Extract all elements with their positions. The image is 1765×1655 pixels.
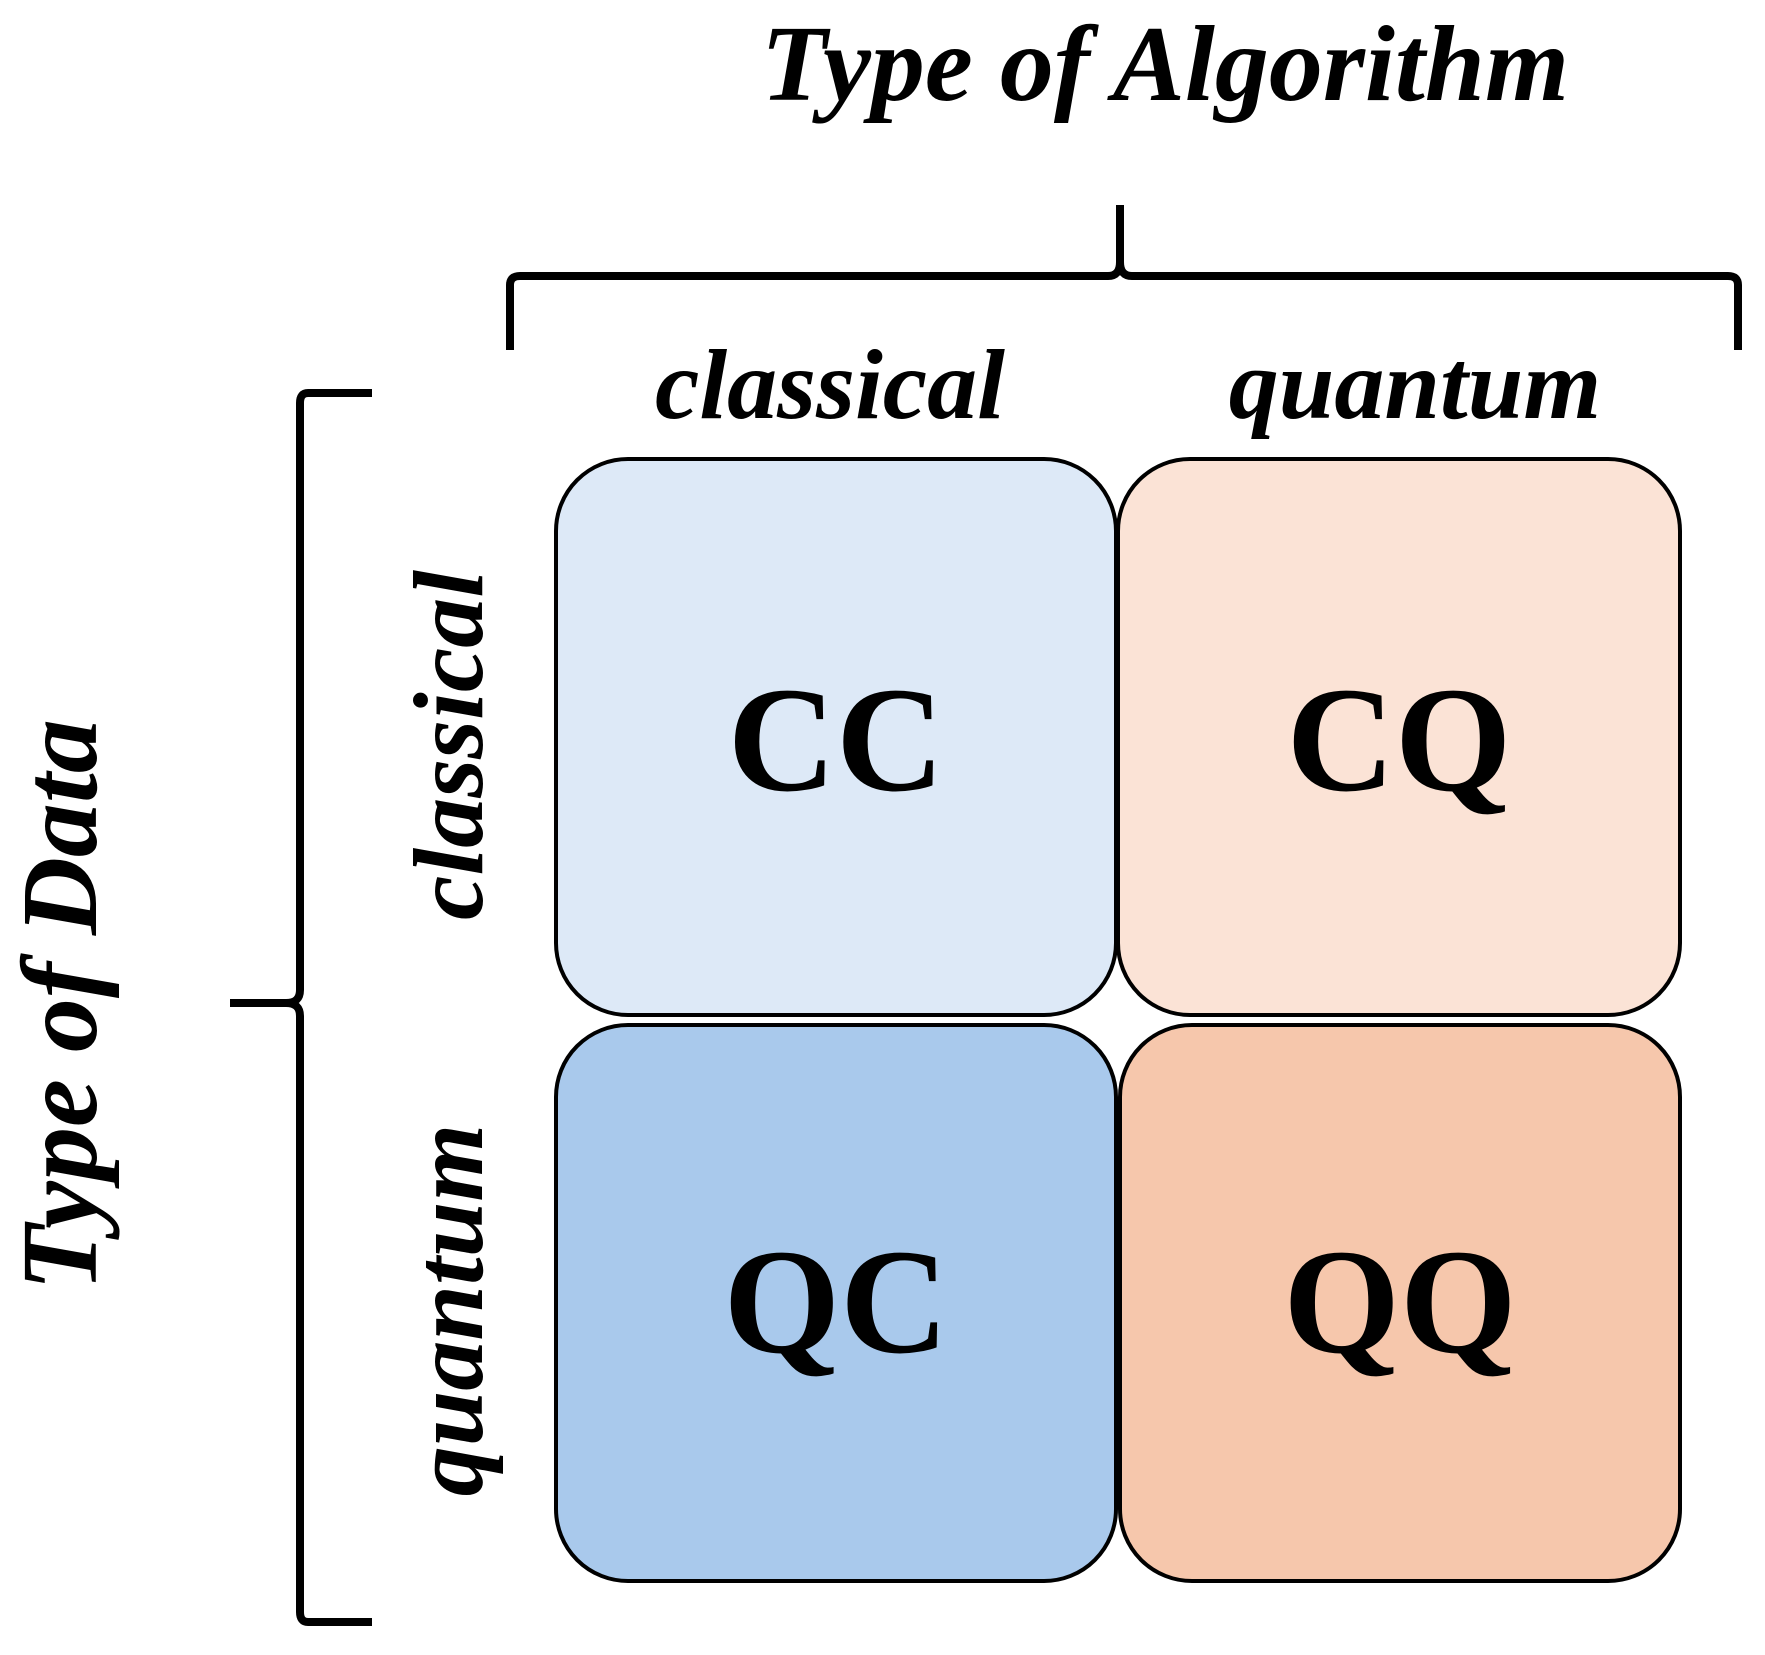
cell-qq-box [1118, 1023, 1682, 1583]
cell-qq: QQ [1118, 1023, 1682, 1583]
cell-cc-label: CC [728, 657, 945, 823]
algorithm-axis-brace [506, 205, 1742, 350]
cell-qc-label: QC [724, 1219, 949, 1385]
cell-qc: QC [554, 1023, 1118, 1583]
row-label-quantum: quantum [393, 1124, 504, 1496]
data-axis-brace [230, 389, 372, 1626]
row-label-classical: classical [393, 570, 504, 920]
cell-qq-label: QQ [1283, 1219, 1516, 1385]
column-label-classical: classical [655, 329, 1005, 440]
data-axis-title: Type of Data [1, 719, 120, 1291]
algorithm-axis-title: Type of Algorithm [761, 5, 1569, 124]
cell-qc-box [554, 1023, 1118, 1583]
cell-cq: CQ [1116, 457, 1682, 1017]
cell-cq-label: CQ [1287, 657, 1512, 823]
cell-cc: CC [554, 457, 1118, 1017]
column-label-quantum: quantum [1229, 329, 1601, 440]
cell-cq-box [1116, 457, 1682, 1017]
